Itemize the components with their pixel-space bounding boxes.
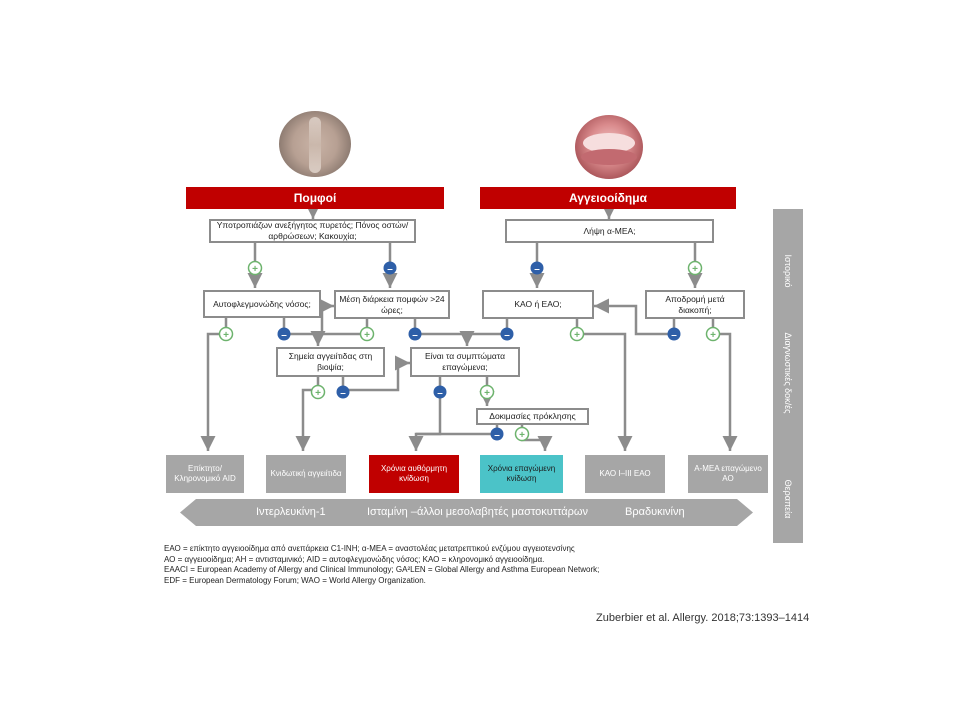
svg-text:–: – [281,330,287,341]
outcome-urticarial-vasculitis: Κνιδωτική αγγειίτιδα [266,455,346,493]
box-provocation-tests: Δοκιμασίες πρόκλησης [476,408,589,425]
footnote-line: ΑΟ = αγγειοοίδημα; ΑΗ = αντισταμινικό; A… [164,554,545,564]
outcome-aid: Επίκτητο/ Κληρονομικό AID [166,455,244,493]
header-wheals: Πομφοί [186,187,444,209]
svg-text:–: – [671,330,677,341]
plus-sign-icon: + [247,260,263,276]
plus-sign-icon: + [479,384,495,400]
minus-sign-icon: – [277,327,291,341]
svg-text:+: + [484,388,490,399]
mediator-bradykinin: Βραδυκινίνη [625,506,685,518]
svg-text:–: – [340,388,346,399]
plus-sign-icon: + [569,326,585,342]
minus-sign-icon: – [490,427,504,441]
wheal-skin-photo [279,111,351,177]
minus-sign-icon: – [408,327,422,341]
outcome-acei-angioedema: Α-ΜΕΑ επαγώμενο ΑΟ [688,455,768,493]
citation: Zuberbier et al. Allergy. 2018;73:1393–1… [596,612,810,624]
mediator-histamine: Ισταμίνη –άλλοι μεσολαβητές μαστοκυττάρω… [367,506,589,518]
svg-text:+: + [710,330,716,341]
sidebar-label-history: Ιστορικό [783,254,793,288]
angioedema-lip-photo [575,115,643,179]
sidebar-label-diagnostic-tests: Διαγνωστικές δοκ/ές [783,332,793,414]
box-duration-question: Μέση διάρκεια πομφών >24 ώρες; [334,290,450,319]
phase-sidebar [773,209,803,543]
minus-sign-icon: – [433,385,447,399]
svg-text:+: + [519,430,525,441]
plus-sign-icon: + [705,326,721,342]
plus-sign-icon: + [218,326,234,342]
svg-text:+: + [574,330,580,341]
box-acei-question: Λήψη α-ΜΕΑ; [505,219,714,243]
svg-text:+: + [692,264,698,275]
plus-sign-icon: + [514,426,530,442]
footnote-line: EDF = European Dermatology Forum; WAO = … [164,575,426,585]
footnotes: ΕΑΟ = επίκτητο αγγειοοίδημα από ανεπάρκε… [164,544,599,586]
minus-sign-icon: – [500,327,514,341]
minus-sign-icon: – [530,261,544,275]
svg-text:–: – [494,430,500,441]
svg-text:–: – [437,388,443,399]
svg-text:+: + [315,388,321,399]
svg-text:–: – [412,330,418,341]
minus-sign-icon: – [667,327,681,341]
box-autoinflammatory-question: Αυτοφλεγμονώδης νόσος; [203,290,321,318]
box-hae-aae-question: ΚΑΟ ή ΕΑΟ; [482,290,594,319]
svg-text:–: – [504,330,510,341]
box-remission-question: Αποδρομή μετά διακοπή; [645,290,745,319]
svg-text:+: + [252,264,258,275]
sidebar-label-therapy: Θεραπεία [783,479,793,519]
mediator-il1: Ιντερλευκίνη-1 [256,506,326,518]
svg-text:+: + [364,330,370,341]
plus-sign-icon: + [687,260,703,276]
outcome-hae-aae: ΚΑΟ I–III ΕΑΟ [585,455,665,493]
minus-sign-icon: – [383,261,397,275]
box-vasculitis-biopsy-question: Σημεία αγγειίτιδας στη βιοψία; [276,347,385,377]
footnote-line: EAACI = European Academy of Allergy and … [164,565,600,574]
svg-text:–: – [387,264,393,275]
mediator-arrow-band [180,499,753,526]
svg-text:–: – [534,264,540,275]
minus-sign-icon: – [336,385,350,399]
header-angioedema: Αγγειοοίδημα [480,187,736,209]
outcome-csu: Χρόνια αυθόρμητη κνίδωση [369,455,459,493]
box-inducible-question: Είναι τα συμπτώματα επαγώμενα; [410,347,520,377]
plus-sign-icon: + [359,326,375,342]
footnote-line: ΕΑΟ = επίκτητο αγγειοοίδημα από ανεπάρκε… [164,544,575,553]
outcome-cindu: Χρόνια επαγώμενη κνίδωση [480,455,563,493]
box-fever-question: Υποτροπιάζων ανεξήγητος πυρετός; Πόνος ο… [209,219,416,243]
svg-text:+: + [223,330,229,341]
plus-sign-icon: + [310,384,326,400]
